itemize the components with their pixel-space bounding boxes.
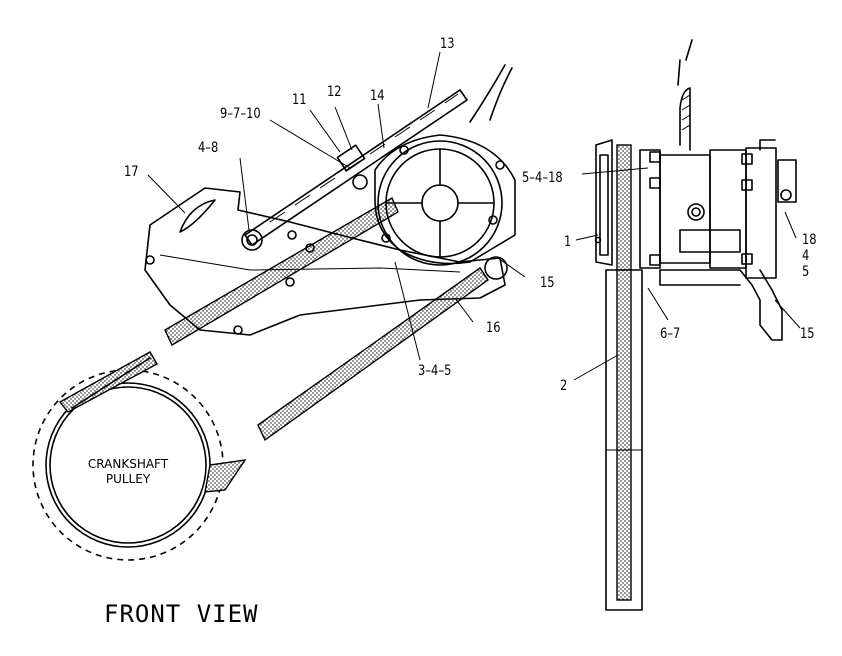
label-18: 18 <box>802 232 817 248</box>
label-15-front: 15 <box>540 275 555 291</box>
label-5: 5 <box>802 264 809 280</box>
pulley-label-line2: PULLEY <box>106 472 151 486</box>
side-mounting-bracket <box>659 269 783 341</box>
label-4-8: 4–8 <box>198 140 218 156</box>
compressor-body <box>639 39 797 279</box>
label-17: 17 <box>124 164 139 180</box>
label-1: 1 <box>564 234 571 250</box>
label-3-4-5: 3–4–5 <box>418 363 451 379</box>
side-view: 5–4–18 1 6–7 2 18 4 5 15 <box>522 39 817 611</box>
label-9-7-10: 9–7–10 <box>220 106 261 122</box>
front-view: CRANKSHAFT PULLEY <box>32 36 555 561</box>
drive-belt-front <box>58 196 489 493</box>
clutch-pulley <box>594 139 613 266</box>
view-title: FRONT VIEW <box>104 600 259 628</box>
crankshaft-pulley: CRANKSHAFT PULLEY <box>32 369 224 561</box>
pulley-label-line1: CRANKSHAFT <box>88 457 169 471</box>
label-5-4-18: 5–4–18 <box>522 170 563 186</box>
label-16: 16 <box>486 320 501 336</box>
label-6-7: 6–7 <box>660 326 680 342</box>
compressor-mounting-bracket <box>144 187 506 336</box>
label-13: 13 <box>440 36 455 52</box>
label-12: 12 <box>327 84 342 100</box>
label-15-side: 15 <box>800 326 815 342</box>
label-14: 14 <box>370 88 385 104</box>
compressor-front-face <box>374 64 516 280</box>
front-leader-lines <box>147 51 526 361</box>
side-leader-lines <box>573 167 801 381</box>
drive-belt-side <box>605 144 643 611</box>
label-2: 2 <box>560 378 567 394</box>
adjusting-rod <box>241 89 468 251</box>
label-4: 4 <box>802 248 809 264</box>
label-11: 11 <box>292 92 307 108</box>
